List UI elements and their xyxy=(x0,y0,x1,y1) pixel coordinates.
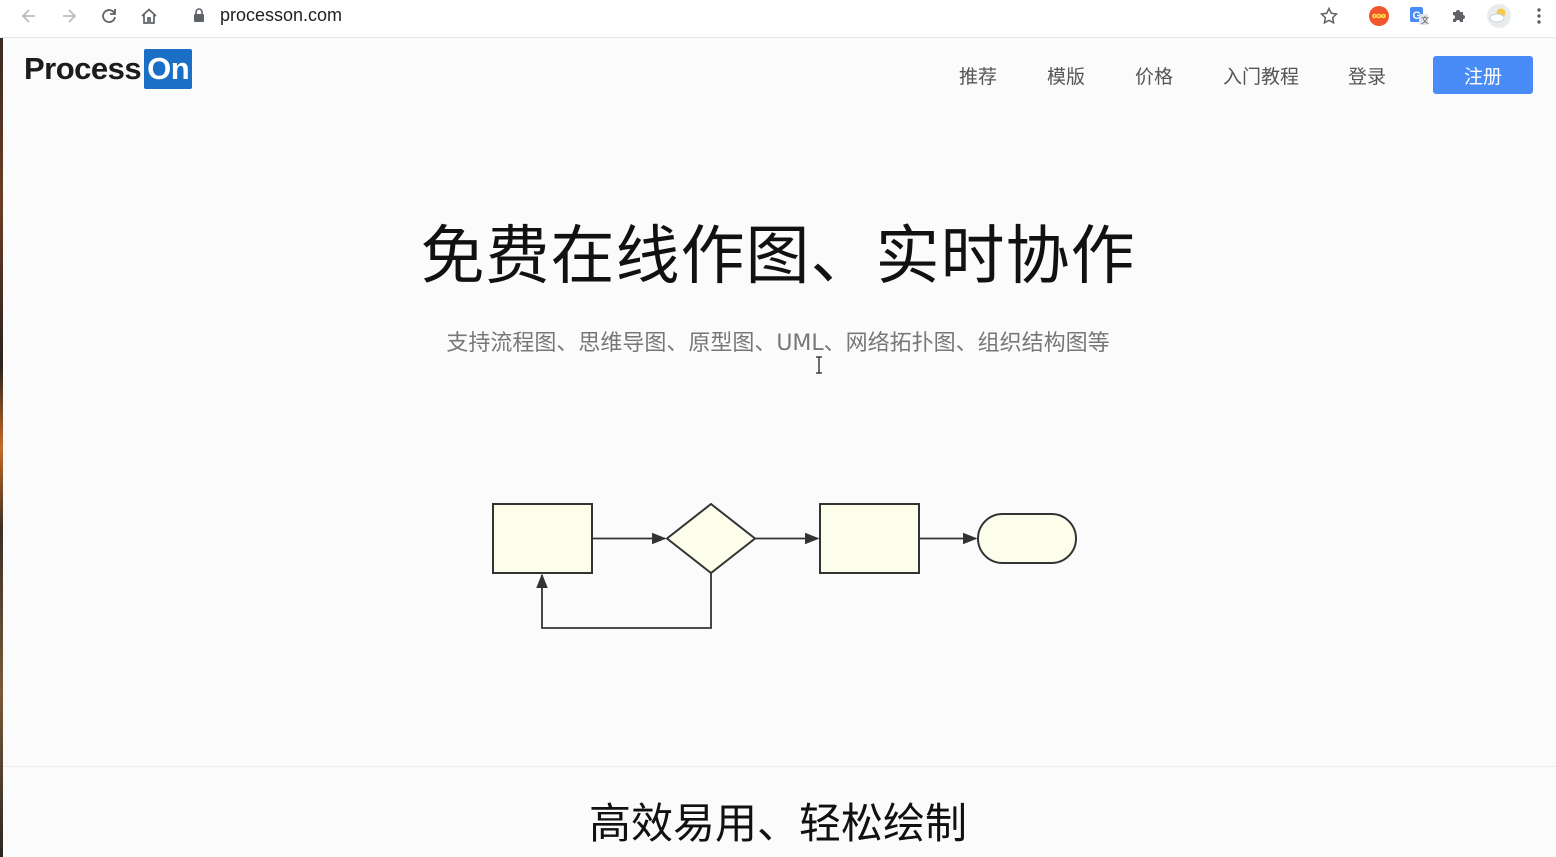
terminator-shape xyxy=(977,513,1077,564)
nav-templates[interactable]: 模版 xyxy=(1047,66,1086,88)
back-arrow-icon[interactable] xyxy=(16,3,42,29)
desktop-edge xyxy=(0,38,3,857)
process-box-2 xyxy=(819,503,920,574)
loop-connector xyxy=(536,573,712,629)
process-box-1 xyxy=(492,503,593,574)
flowchart-illustration xyxy=(492,502,1077,629)
lock-icon[interactable] xyxy=(192,7,206,23)
address-bar-url[interactable]: processon.com xyxy=(220,5,343,25)
signup-button[interactable]: 注册 xyxy=(1433,56,1533,94)
hero-title: 免费在线作图、实时协作 xyxy=(420,220,1136,294)
forward-arrow-icon[interactable] xyxy=(56,3,82,29)
text-cursor-icon xyxy=(816,356,822,374)
section-divider xyxy=(3,766,1556,767)
home-icon[interactable] xyxy=(136,3,162,29)
nav-login[interactable]: 登录 xyxy=(1348,66,1387,88)
processon-logo[interactable]: Process On xyxy=(24,49,193,89)
nav-pricing[interactable]: 价格 xyxy=(1135,66,1174,88)
svg-text:文: 文 xyxy=(1421,15,1429,25)
section-title: 高效易用、轻松绘制 xyxy=(588,799,967,848)
decision-diamond xyxy=(665,502,757,575)
logo-badge: On xyxy=(144,49,193,89)
puzzle-extensions-icon[interactable] xyxy=(1446,3,1472,29)
reload-icon[interactable] xyxy=(96,3,122,29)
nav-tutorial[interactable]: 入门教程 xyxy=(1223,66,1300,88)
profile-avatar-icon[interactable] xyxy=(1486,3,1512,29)
hero-subtitle: 支持流程图、思维导图、原型图、UML、网络拓扑图、组织结构图等 xyxy=(446,331,1110,356)
star-icon[interactable] xyxy=(1316,3,1342,29)
infinity-extension-icon[interactable] xyxy=(1366,3,1392,29)
nav-recommend[interactable]: 推荐 xyxy=(959,66,998,88)
logo-text: Process xyxy=(24,51,142,86)
svg-text:G: G xyxy=(1413,10,1422,22)
kebab-menu-icon[interactable] xyxy=(1526,3,1552,29)
